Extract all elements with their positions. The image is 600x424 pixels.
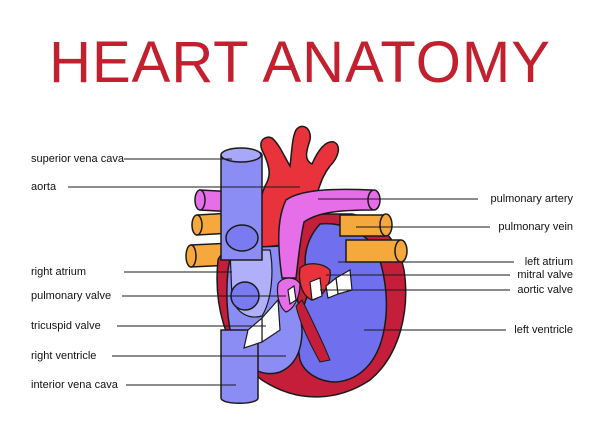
leader-lines <box>68 158 514 386</box>
label-aortic-valve: aortic valve <box>517 284 573 296</box>
septum <box>295 299 331 363</box>
label-superior-vena-cava: superior vena cava <box>31 153 124 165</box>
vena-cava <box>220 147 263 404</box>
pulmonary-artery-opening <box>367 189 381 211</box>
label-left-ventricle: left ventricle <box>514 324 573 336</box>
label-left-atrium: left atrium <box>524 256 573 268</box>
label-interior-vena-cava: interior vena cava <box>31 379 118 391</box>
pulmonary-veins-right <box>339 213 408 263</box>
label-tricuspid-valve: tricuspid valve <box>31 320 101 332</box>
label-aorta: aorta <box>31 181 57 193</box>
label-right-ventricle: right ventricle <box>31 350 97 362</box>
pulmonary-artery <box>277 188 373 279</box>
label-pulmonary-artery: pulmonary artery <box>490 193 573 205</box>
label-mitral-valve: mitral valve <box>517 269 573 281</box>
label-right-atrium: right atrium <box>31 266 87 278</box>
diagram-title: HEART ANATOMY <box>49 30 551 95</box>
label-pulmonary-valve: pulmonary valve <box>31 290 112 302</box>
label-pulmonary-vein: pulmonary vein <box>498 221 573 233</box>
